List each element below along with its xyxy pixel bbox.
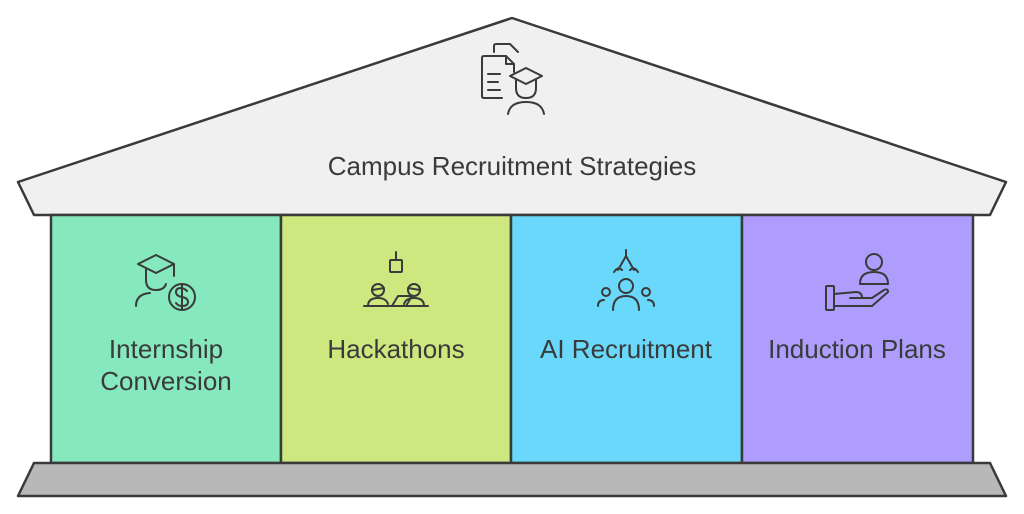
hand-person-icon xyxy=(825,253,889,311)
base-shape xyxy=(16,461,1008,498)
pillar-1-shape xyxy=(49,213,283,465)
pillar-label-ai-recruitment: AI Recruitment xyxy=(540,334,712,364)
team-laptops-icon xyxy=(363,251,429,307)
pillar-label-hackathons: Hackathons xyxy=(327,334,465,364)
pillar-label-induction-plans: Induction Plans xyxy=(768,334,946,364)
roof-shape xyxy=(16,16,1008,217)
roof-title: Campus Recruitment Strategies xyxy=(327,151,697,181)
pillar-4-shape xyxy=(740,213,975,465)
document-graduate-icon xyxy=(481,43,545,115)
robot-claw-people-icon xyxy=(597,249,655,311)
graduate-dollar-icon xyxy=(135,254,196,311)
pillar-label-internship-conversion: Internship Conversion xyxy=(100,334,232,396)
